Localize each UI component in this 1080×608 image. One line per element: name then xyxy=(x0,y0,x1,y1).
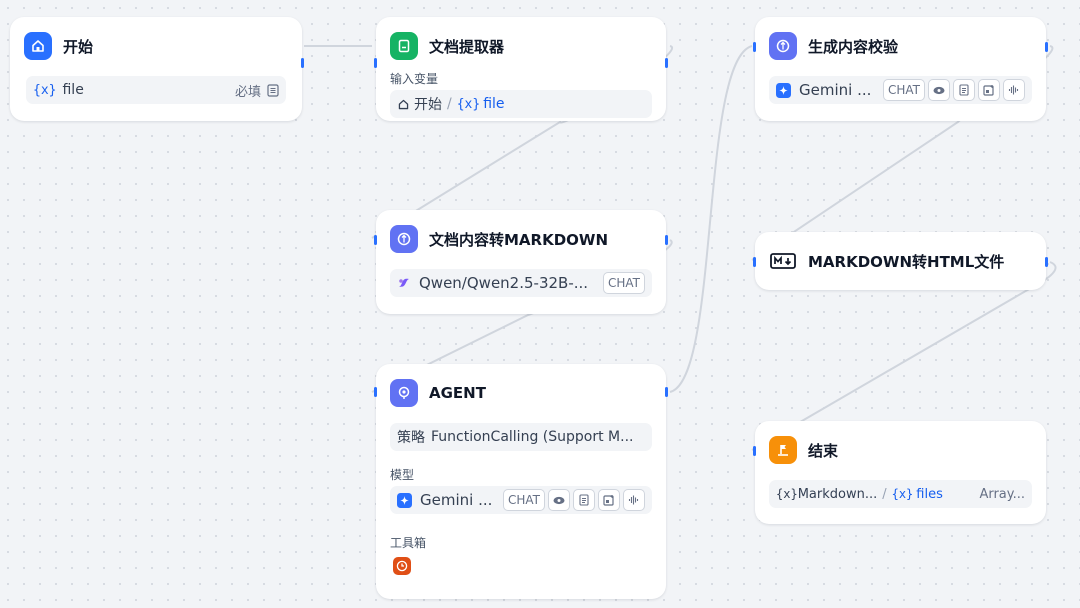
variable-type: Array... xyxy=(979,486,1025,502)
gemini-model-icon xyxy=(776,82,791,98)
agent-model-selector[interactable]: Gemini ... CHAT xyxy=(390,486,652,514)
agent-input-handle[interactable] xyxy=(374,387,377,397)
strategy-label: 策略 xyxy=(397,430,425,446)
vision-icon xyxy=(548,489,570,511)
file-type-icon xyxy=(267,83,279,97)
agent-output-handle[interactable] xyxy=(665,387,668,397)
home-icon xyxy=(24,32,52,60)
path-separator: / xyxy=(447,96,452,112)
model-name: Gemini ... xyxy=(799,81,872,99)
gemini-model-icon xyxy=(397,492,412,508)
audio-icon xyxy=(1003,79,1025,101)
document-icon xyxy=(390,32,418,60)
end-output-variable-row[interactable]: {x} Markdown... / {x} files Array... xyxy=(769,480,1032,508)
variable-icon: {x} xyxy=(456,96,481,112)
node-end-title: 结束 xyxy=(808,441,839,460)
source-node-name: 开始 xyxy=(414,97,442,113)
node-agent[interactable]: AGENT 策略 FunctionCalling (Support M... 模… xyxy=(374,364,668,599)
model-name: Qwen/Qwen2.5-32B-... xyxy=(419,274,589,292)
node-start[interactable]: 开始 {x} file 必填 xyxy=(10,17,304,121)
html-input-handle[interactable] xyxy=(753,257,756,267)
extractor-input-handle[interactable] xyxy=(374,58,377,68)
toolbox-label: 工具箱 xyxy=(390,536,427,550)
edge-agent-to-check xyxy=(669,45,753,393)
path-separator: / xyxy=(882,486,887,502)
variable-icon: {x} xyxy=(776,487,798,501)
qwen-model-icon xyxy=(397,276,411,290)
model-mode-badge: CHAT xyxy=(502,489,545,511)
tool-clock-icon[interactable] xyxy=(393,557,411,575)
audio-icon xyxy=(623,489,645,511)
end-input-handle[interactable] xyxy=(753,446,756,456)
llm-icon xyxy=(769,32,797,60)
node-markdown-to-html-title: MARKDOWN转HTML文件 xyxy=(808,252,1005,271)
check-input-handle[interactable] xyxy=(753,42,756,52)
model-selector[interactable]: Qwen/Qwen2.5-32B-... CHAT xyxy=(390,269,652,297)
node-doc-extractor-title: 文档提取器 xyxy=(429,37,505,56)
start-variable-row[interactable]: {x} file 必填 xyxy=(26,76,286,104)
html-output-handle[interactable] xyxy=(1045,257,1048,267)
node-end[interactable]: 结束 {x} Markdown... / {x} files Array... xyxy=(753,421,1046,524)
model-mode-badge: CHAT xyxy=(882,79,925,101)
llm-icon xyxy=(390,225,418,253)
markdown-output-handle[interactable] xyxy=(665,235,668,245)
start-variable-name: file xyxy=(62,82,84,98)
tool-call-icon xyxy=(598,489,620,511)
check-output-handle[interactable] xyxy=(1045,42,1048,52)
variable-name: file xyxy=(483,96,505,112)
variable-icon: {x} xyxy=(891,487,914,501)
tool-call-icon xyxy=(978,79,1000,101)
variable-name: files xyxy=(916,486,943,502)
home-icon xyxy=(397,98,410,111)
variable-source: Markdown... xyxy=(797,486,878,502)
agent-strategy-selector[interactable]: 策略 FunctionCalling (Support M... xyxy=(390,423,652,451)
agent-icon xyxy=(390,379,418,407)
extractor-input-row[interactable]: 开始 / {x} file xyxy=(390,90,652,118)
node-start-title: 开始 xyxy=(63,37,94,56)
node-doc-to-markdown-title: 文档内容转MARKDOWN xyxy=(429,230,609,249)
node-agent-title: AGENT xyxy=(429,384,486,402)
document-icon xyxy=(953,79,975,101)
model-name: Gemini ... xyxy=(420,491,493,509)
variable-icon: {x} xyxy=(33,82,57,98)
node-doc-to-markdown[interactable]: 文档内容转MARKDOWN Qwen/Qwen2.5-32B-... CHAT xyxy=(374,210,668,314)
node-doc-extractor[interactable]: 文档提取器 输入变量 开始 / {x} file xyxy=(374,17,668,121)
model-label: 模型 xyxy=(390,468,415,482)
model-mode-badge: CHAT xyxy=(602,272,645,294)
start-output-handle[interactable] xyxy=(301,58,304,68)
extractor-output-handle[interactable] xyxy=(665,58,668,68)
markdown-icon xyxy=(769,247,797,275)
strategy-value: FunctionCalling (Support M... xyxy=(431,429,634,445)
node-markdown-to-html[interactable]: MARKDOWN转HTML文件 xyxy=(753,232,1048,290)
node-generate-check-title: 生成内容校验 xyxy=(808,37,899,56)
document-icon xyxy=(573,489,595,511)
node-generate-check[interactable]: 生成内容校验 Gemini ... CHAT xyxy=(753,17,1048,121)
end-icon xyxy=(769,436,797,464)
required-label: 必填 xyxy=(234,84,261,100)
vision-icon xyxy=(928,79,950,101)
markdown-input-handle[interactable] xyxy=(374,235,377,245)
check-model-selector[interactable]: Gemini ... CHAT xyxy=(769,76,1032,104)
input-variable-label: 输入变量 xyxy=(390,72,439,86)
